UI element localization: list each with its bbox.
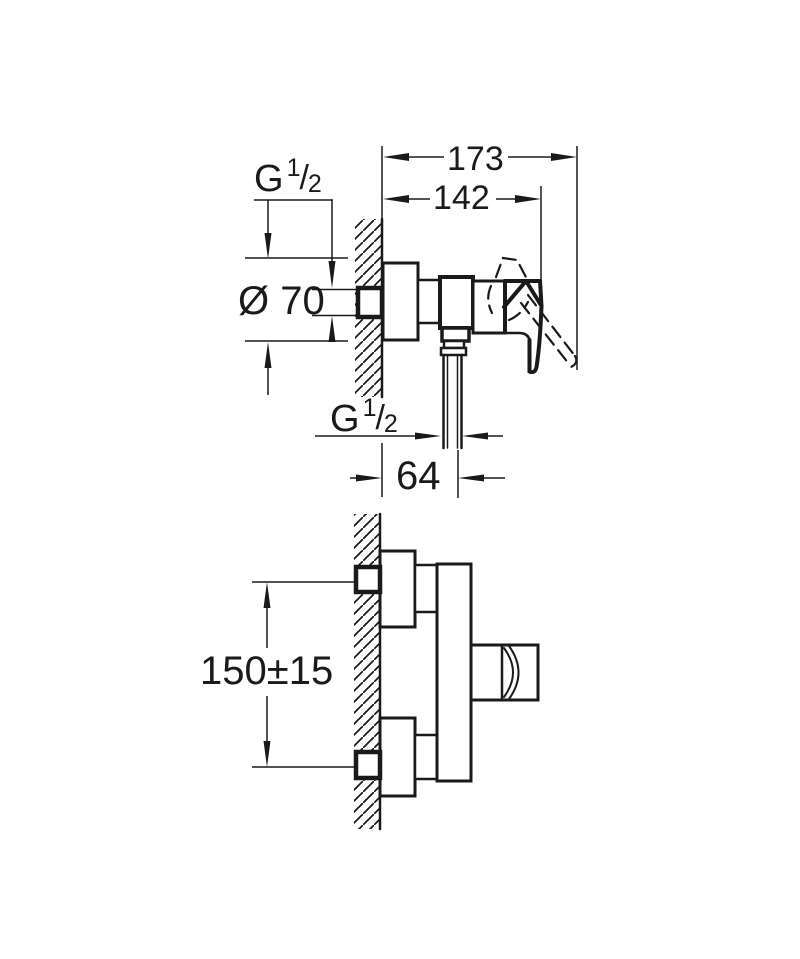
cartridge-bottom-edge (471, 331, 532, 372)
handle-cap-arc (508, 645, 520, 700)
front-view-dimensions (252, 581, 356, 768)
dim-label-64: 64 (396, 454, 441, 498)
s-union-step-top (413, 563, 439, 614)
lever-handle-end-view (469, 643, 540, 702)
handle-cap-arc (503, 647, 514, 698)
mixer-body (435, 562, 473, 783)
s-union-step (416, 278, 442, 325)
dim-outlet-thread (315, 432, 503, 440)
dim-150 (252, 581, 356, 768)
side-view (355, 217, 578, 450)
escutcheon (381, 261, 420, 342)
dim-142 (383, 195, 541, 203)
escutcheon-top (378, 549, 417, 629)
side-view-dimensions (245, 146, 578, 498)
dim-64 (350, 443, 505, 498)
front-view (353, 512, 540, 831)
wall-hatching (354, 514, 380, 829)
lever-handle (502, 279, 544, 375)
outlet-neck (440, 326, 471, 343)
dim-label-142: 142 (433, 179, 490, 217)
dim-inlet-thread (254, 199, 357, 342)
dim-173 (383, 153, 577, 161)
dim-label-173: 173 (447, 140, 504, 178)
outlet-connection (439, 326, 471, 450)
escutcheon-bottom (378, 716, 417, 798)
lever-handle-open-position (487, 256, 578, 369)
union-nut (355, 285, 385, 320)
s-union-step-bottom (413, 733, 439, 781)
outlet-nut-lower (439, 346, 468, 357)
wall-section-front (354, 512, 382, 831)
dim-label-150: 150±15 (200, 649, 334, 693)
dim-escutcheon-diameter (245, 257, 348, 395)
union-nut-bottom (353, 749, 383, 781)
outlet-pipe (442, 353, 463, 450)
valve-body (438, 275, 475, 330)
dim-label-escutcheon-diameter: Ø 70 (238, 279, 325, 323)
union-nut-top (353, 564, 383, 595)
